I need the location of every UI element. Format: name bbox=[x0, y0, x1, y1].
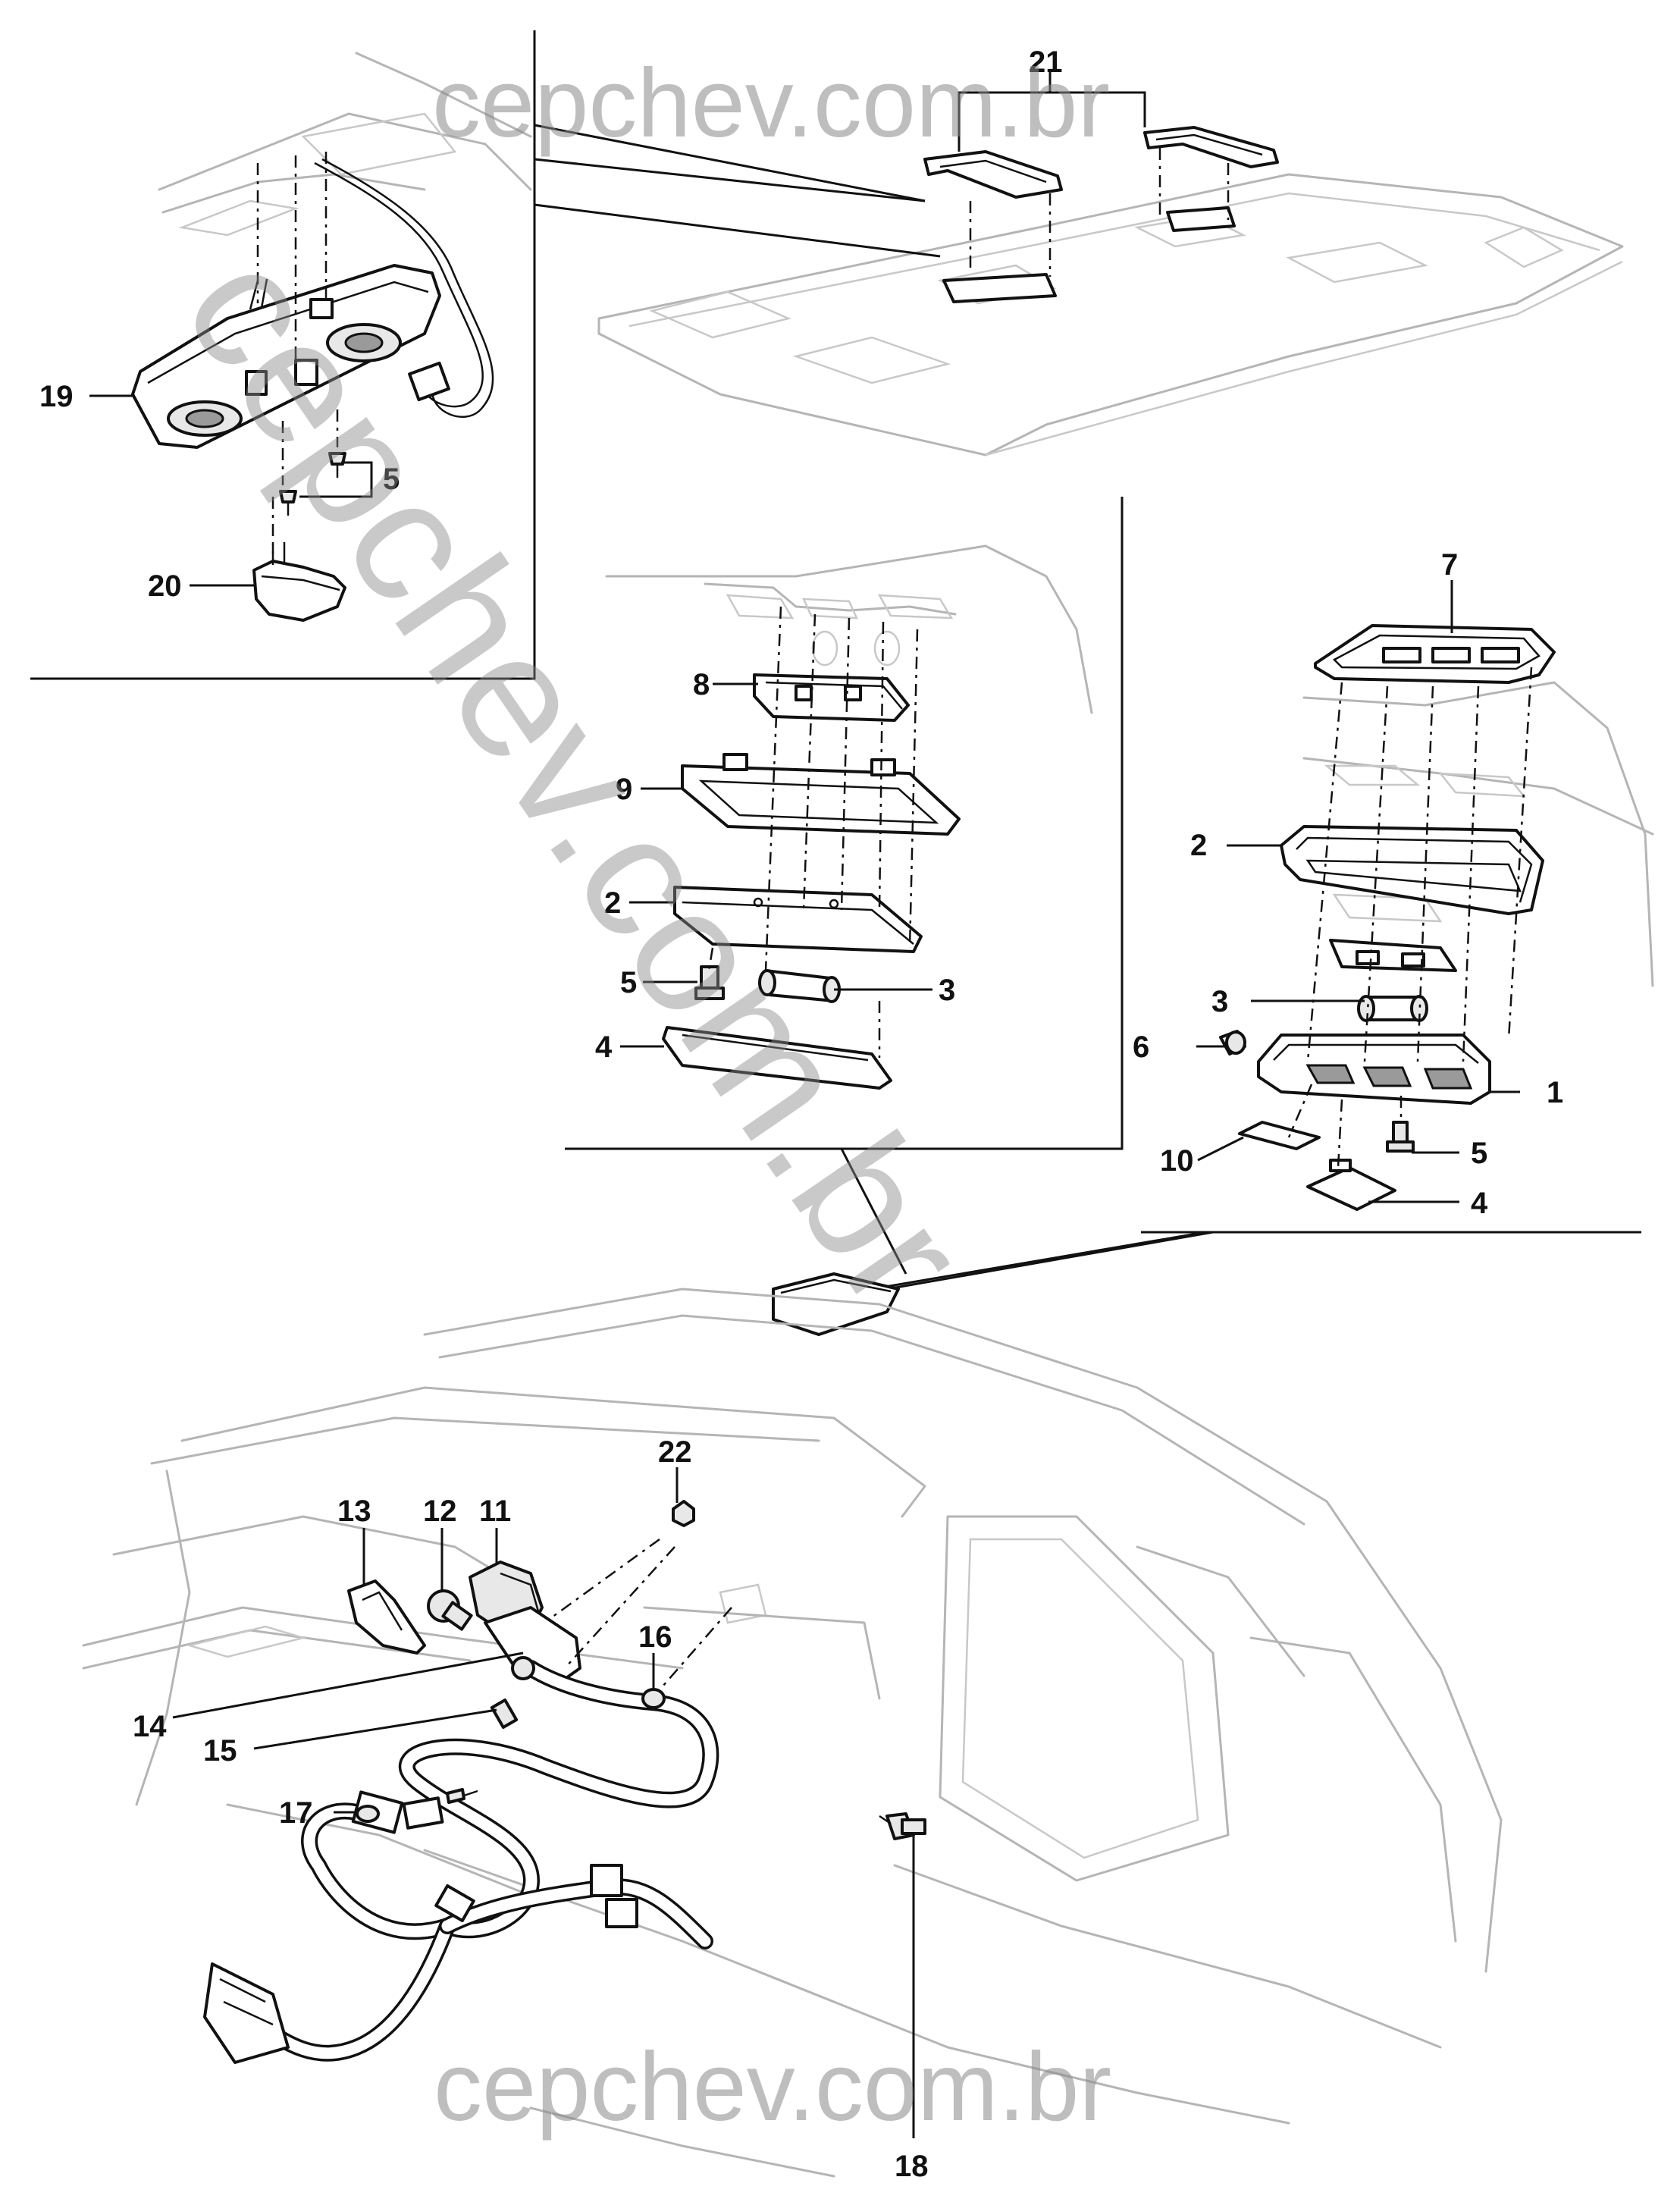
part-16-clip bbox=[641, 1688, 666, 1709]
part-9-lamp-bezel bbox=[681, 753, 961, 836]
roof-opening bbox=[942, 206, 1236, 303]
part-13-lamp-lens bbox=[347, 1579, 426, 1655]
callout-14: 14 bbox=[133, 1710, 167, 1743]
part-3-bulb-right bbox=[1357, 995, 1428, 1022]
callout-18: 18 bbox=[895, 2150, 929, 2183]
cargo-callout-leaders bbox=[172, 1467, 915, 2138]
callout-3-right: 3 bbox=[1211, 985, 1228, 1018]
part-12-bulb bbox=[427, 1589, 473, 1631]
callout-2-right: 2 bbox=[1190, 829, 1207, 862]
part-21-bracket-left bbox=[923, 150, 1063, 199]
callout-22: 22 bbox=[658, 1435, 692, 1469]
callout-8: 8 bbox=[693, 668, 710, 701]
callout-4-left: 4 bbox=[595, 1030, 613, 1064]
callout-11: 11 bbox=[479, 1495, 511, 1528]
callout-21: 21 bbox=[1029, 45, 1063, 79]
part-22-nut bbox=[672, 1500, 695, 1527]
callout-2-left: 2 bbox=[604, 886, 621, 920]
right-callout-leaders bbox=[1196, 580, 1520, 1203]
part-15-screw bbox=[490, 1656, 535, 1729]
callout-5-console: 5 bbox=[383, 463, 400, 496]
callout-9: 9 bbox=[616, 773, 632, 806]
roof-pointer-lines bbox=[533, 124, 941, 258]
part-5-screw-right bbox=[1386, 1121, 1415, 1153]
center-ghost-bg bbox=[605, 544, 1093, 714]
callout-1: 1 bbox=[1547, 1076, 1563, 1109]
console-ghost-bg bbox=[158, 52, 532, 237]
watermark-bottom: cepchev.com.br bbox=[434, 2033, 1111, 2141]
part-7-console-plate bbox=[1314, 624, 1556, 684]
callout-16: 16 bbox=[638, 1620, 672, 1654]
callout-7: 7 bbox=[1441, 548, 1458, 582]
callout-3-left: 3 bbox=[939, 974, 955, 1007]
callout-19: 19 bbox=[39, 380, 74, 413]
callout-21-bracket bbox=[958, 72, 1146, 152]
console-wire-harness bbox=[314, 158, 494, 418]
part-17-grommet bbox=[356, 1788, 478, 1823]
cargo-harness-connectors bbox=[203, 1790, 638, 2064]
callout-10: 10 bbox=[1160, 1144, 1194, 1178]
cargo-wire-harness bbox=[242, 1660, 719, 2062]
callout-5-right: 5 bbox=[1471, 1137, 1487, 1170]
section-frames bbox=[30, 30, 1641, 1234]
cargo-lamp-dash-lines bbox=[549, 1538, 732, 1699]
part-18-switch bbox=[879, 1812, 926, 1840]
part-21-bracket-right bbox=[1143, 126, 1279, 168]
callout-5-left: 5 bbox=[620, 966, 637, 999]
console-screws bbox=[279, 452, 346, 516]
right-dash-lines bbox=[1287, 667, 1533, 1168]
roof-panel-ghost bbox=[597, 173, 1624, 456]
part-19-overhead-console bbox=[131, 264, 441, 449]
cab-roof-lamp bbox=[772, 1272, 900, 1336]
center-dash-lines bbox=[707, 606, 919, 1058]
right-lamp-socket bbox=[1329, 939, 1457, 972]
center-callout-leaders bbox=[620, 682, 932, 1048]
callout-17: 17 bbox=[279, 1796, 313, 1830]
part-6-bulb-small bbox=[1219, 1030, 1246, 1056]
watermark-top: cepchev.com.br bbox=[432, 49, 1110, 158]
part-20-console-cover bbox=[252, 542, 346, 622]
part-4-lens-right bbox=[1306, 1159, 1396, 1211]
callout-20: 20 bbox=[148, 569, 182, 603]
callout-13: 13 bbox=[337, 1495, 371, 1528]
part-2-lamp-housing-left bbox=[673, 886, 923, 953]
part-2-lamp-housing-right bbox=[1280, 825, 1544, 915]
center-pointer-lines bbox=[840, 1147, 1214, 1291]
console-dash-lines bbox=[256, 152, 339, 554]
callouts-console-leaders bbox=[89, 394, 373, 587]
part-4-lens-left bbox=[662, 1026, 892, 1090]
part-10-lens-small bbox=[1238, 1121, 1321, 1150]
callout-6: 6 bbox=[1133, 1030, 1149, 1064]
part-21-dashes bbox=[969, 148, 1230, 277]
callout-12: 12 bbox=[423, 1495, 457, 1528]
callout-4-right: 4 bbox=[1471, 1187, 1488, 1220]
callout-15: 15 bbox=[203, 1734, 237, 1768]
part-1-lamp-body bbox=[1257, 1034, 1491, 1105]
